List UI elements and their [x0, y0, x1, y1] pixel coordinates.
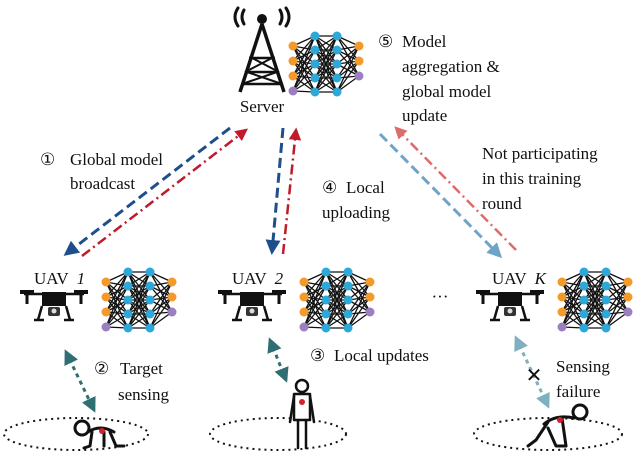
svg-text:UAV 2: UAV 2 — [232, 269, 284, 288]
server-tower-icon — [233, 6, 291, 93]
server-neural-network-icon — [287, 30, 365, 98]
step2-line1: Target — [120, 359, 163, 378]
uav-2-drone-icon — [216, 288, 288, 322]
step3-annotation: ③ Local updates — [310, 346, 429, 365]
step5-annotation: ⑤ Model aggregation & global model updat… — [378, 32, 500, 125]
sensing-area-ellipse-2 — [209, 417, 347, 451]
uav-1-index: 1 — [77, 269, 86, 288]
step2-line2: sensing — [118, 385, 170, 404]
step1-annotation: ① Global model broadcast — [40, 150, 163, 193]
uav-k-drone-icon — [474, 288, 546, 322]
step3-number: ③ — [310, 346, 325, 365]
standing-person-icon — [288, 378, 316, 450]
broadcast-arrow-uavk — [378, 132, 503, 259]
svg-text:UAV K: UAV K — [492, 269, 548, 288]
step2-annotation: ② Target sensing — [94, 359, 170, 404]
step1-number: ① — [40, 150, 55, 169]
step5-line4: update — [402, 106, 447, 125]
step4-line1: Local — [346, 178, 385, 197]
step1-line2: broadcast — [70, 174, 135, 193]
uav-k: UAV K — [474, 266, 634, 334]
step5-number: ⑤ — [378, 32, 393, 51]
step2-number: ② — [94, 359, 109, 378]
uav-k-label: UAV — [492, 269, 527, 288]
sensing-failure-line1: Sensing — [556, 357, 610, 376]
sensing-arrow-uav1 — [64, 349, 96, 413]
step1-line1: Global model — [70, 150, 163, 169]
uav-2-label: UAV — [232, 269, 267, 288]
uav-k-neural-network-icon — [556, 266, 634, 334]
sensing-failure-annotation: Sensing failure — [556, 357, 610, 401]
ellipsis-text: ··· — [432, 287, 449, 306]
sensing-arrow-uav2 — [267, 337, 289, 383]
sensing-failure-line2: failure — [556, 382, 600, 401]
upload-arrow-uav2 — [281, 127, 302, 255]
step3-text: Local updates — [334, 346, 429, 365]
not-participating-line1: Not participating — [482, 144, 598, 163]
not-participating-line3: round — [482, 194, 522, 213]
uav-1-neural-network-icon — [100, 266, 178, 334]
step5-line3: global model — [402, 82, 492, 101]
crawling-person-icon — [73, 419, 126, 450]
upload-arrow-uav1 — [81, 128, 248, 257]
server-label: Server — [240, 97, 285, 116]
uav-2-neural-network-icon — [298, 266, 376, 334]
uav-1: UAV 1 — [18, 266, 178, 334]
not-participating-line2: in this training — [482, 169, 582, 188]
step5-line1: Model — [402, 32, 447, 51]
step5-line2: aggregation & — [402, 57, 500, 76]
upload-arrow-uavk — [394, 126, 517, 251]
not-participating-annotation: Not participating in this training round — [482, 144, 598, 213]
sensing-failure-cross-icon: ✕ — [526, 363, 543, 387]
broadcast-arrow-uav2 — [265, 127, 285, 255]
uav-1-label: UAV — [34, 269, 69, 288]
broadcast-arrow-uav1 — [63, 126, 231, 256]
uav-2-index: 2 — [275, 269, 284, 288]
sensing-area-ellipse-3 — [473, 417, 623, 451]
fallen-person-icon — [526, 403, 589, 448]
svg-text:UAV 1: UAV 1 — [34, 269, 85, 288]
step4-line2: uploading — [322, 203, 390, 222]
step4-annotation: ④ Local uploading — [322, 178, 390, 222]
uav-k-index: K — [534, 269, 548, 288]
uav-2: UAV 2 — [216, 266, 376, 334]
step4-number: ④ — [322, 178, 337, 197]
sensing-area-ellipse-1 — [3, 417, 149, 451]
uav-1-drone-icon — [18, 288, 90, 322]
